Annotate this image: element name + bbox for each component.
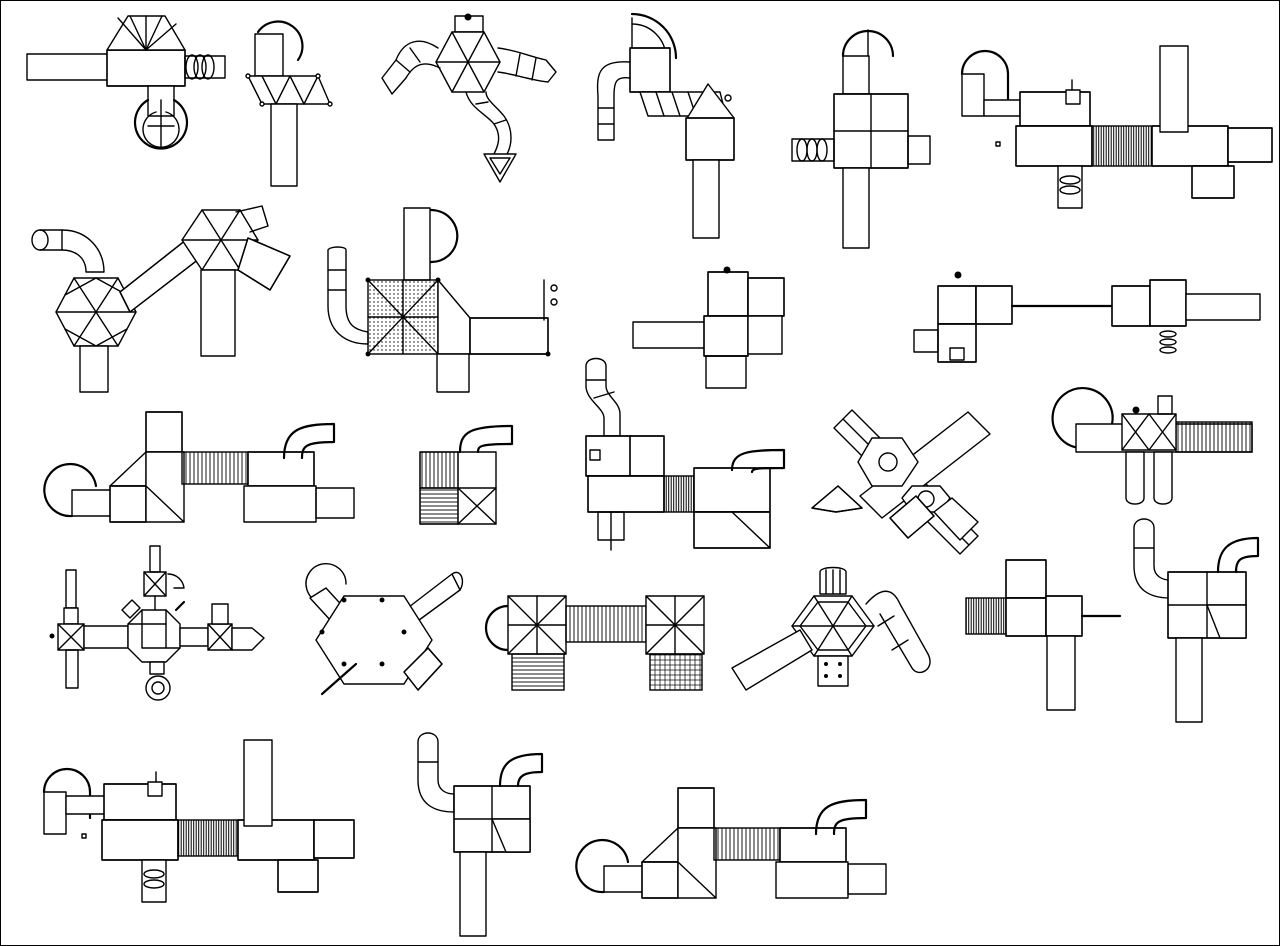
play-structure-19	[731, 566, 931, 691]
play-structure-14	[811, 409, 991, 555]
play-structure-5	[791, 29, 931, 249]
play-structure-23	[417, 732, 544, 937]
play-structure-6	[960, 45, 1273, 209]
play-structure-2	[245, 20, 333, 187]
play-structure-10	[913, 271, 1261, 363]
play-structure-15	[1051, 387, 1253, 505]
play-structure-17	[305, 563, 464, 696]
play-structure-9	[632, 266, 785, 389]
play-structure-11	[43, 411, 355, 523]
play-structure-12	[419, 424, 514, 525]
play-structure-22	[42, 739, 355, 903]
play-structure-20	[965, 559, 1122, 711]
play-structure-13	[585, 357, 786, 551]
play-structure-18	[484, 595, 705, 691]
play-structure-24	[575, 787, 887, 899]
play-structure-7	[31, 205, 291, 393]
play-structure-1	[26, 15, 226, 150]
play-structure-8	[327, 207, 558, 393]
play-structure-4	[596, 12, 735, 239]
play-structure-3	[381, 13, 557, 183]
play-structure-25	[155, 79, 1073, 783]
play-structure-21	[1133, 518, 1260, 723]
play-structure-16	[49, 545, 265, 701]
